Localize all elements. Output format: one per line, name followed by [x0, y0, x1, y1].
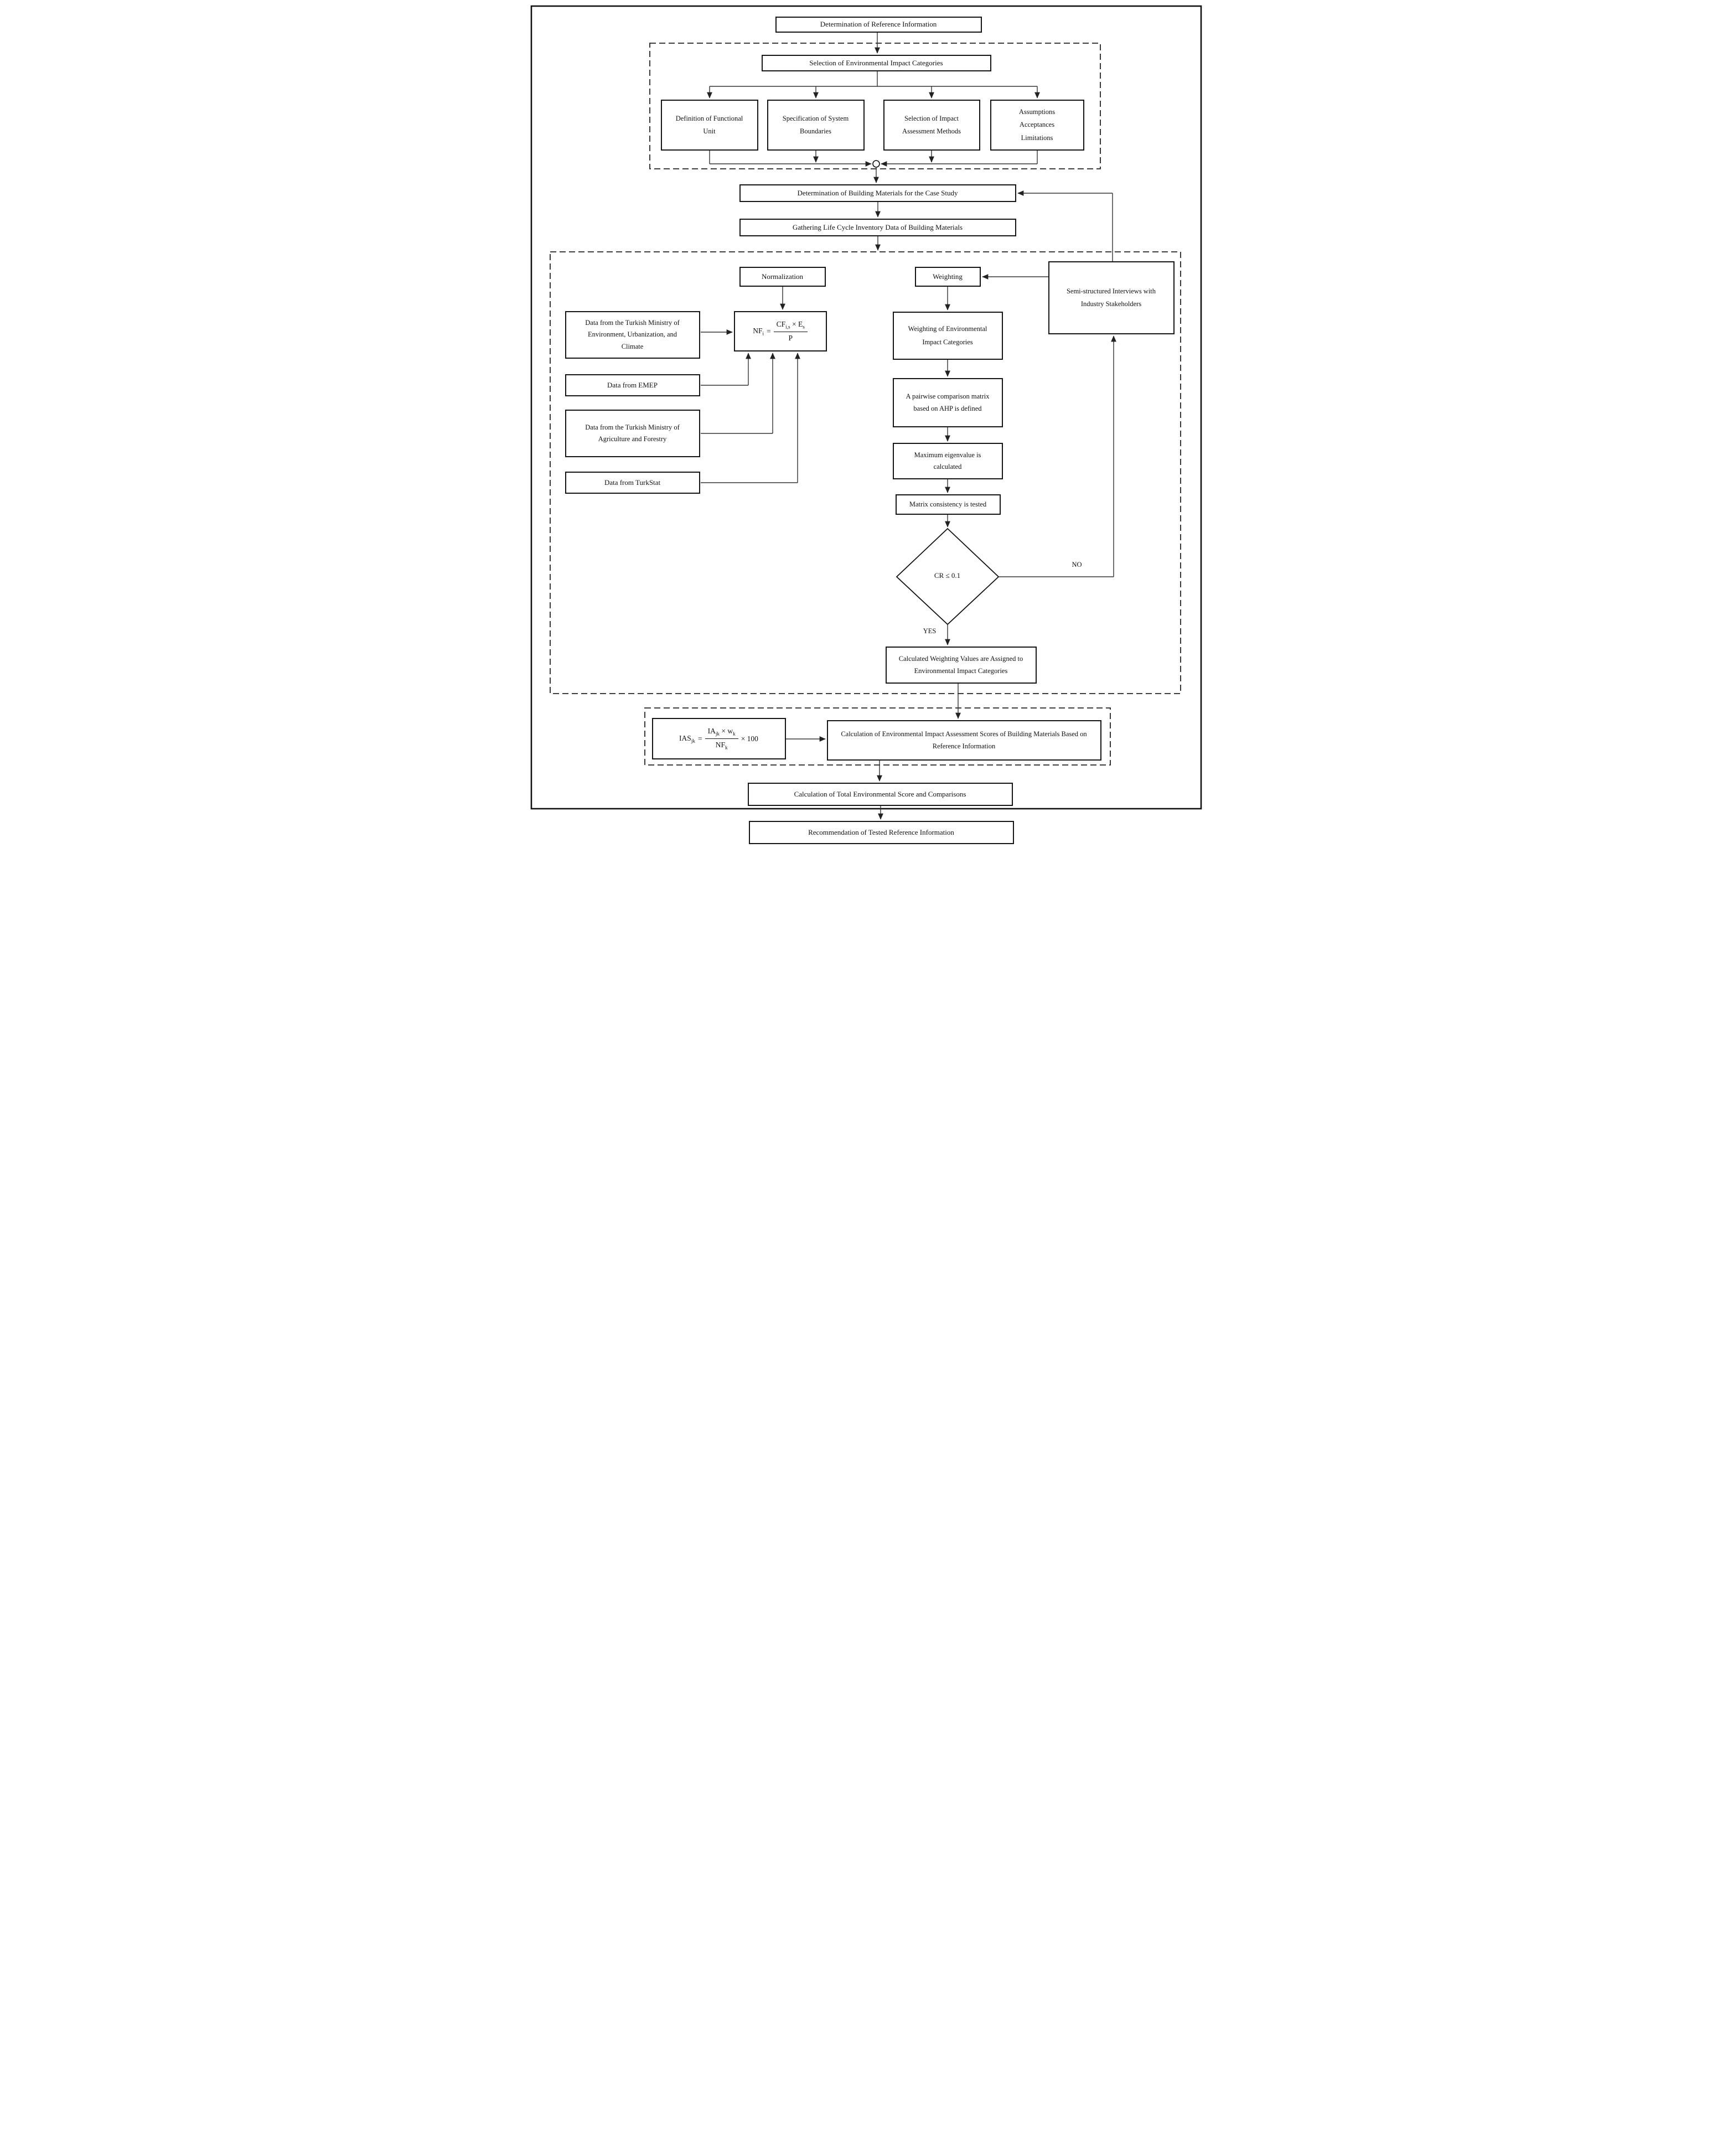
- node-calculated-weighting-values: Calculated Weighting Values are Assigned…: [885, 647, 1037, 684]
- node-matrix-consistency: Matrix consistency is tested: [895, 494, 1001, 515]
- node-pairwise-matrix: A pairwise comparison matrix based on AH…: [892, 378, 1003, 427]
- node-calculation-total-score: Calculation of Total Environmental Score…: [747, 783, 1013, 806]
- node-calculation-scores: Calculation of Environmental Impact Asse…: [826, 720, 1101, 761]
- nf-formula: NFi = CFi,s × Es P: [753, 319, 808, 344]
- junction-circle: [872, 160, 880, 168]
- yes-label: YES: [923, 627, 937, 635]
- node-nf-formula: NFi = CFi,s × Es P: [733, 311, 827, 351]
- node-semi-structured-interviews: Semi-structured Interviews with Industry…: [1048, 261, 1175, 334]
- node-recommendation: Recommendation of Tested Reference Infor…: [748, 821, 1014, 844]
- node-determination-materials: Determination of Building Materials for …: [739, 184, 1016, 202]
- node-normalization: Normalization: [739, 267, 826, 287]
- dashed-region-scope: [649, 43, 1101, 169]
- flowchart-canvas: Determination of Reference Information S…: [523, 0, 1210, 854]
- node-weighting-of-categories: Weighting of Environmental Impact Catego…: [892, 312, 1003, 360]
- node-maximum-eigenvalue: Maximum eigenvalue is calculated: [892, 443, 1003, 479]
- node-specification-system-boundaries: Specification of System Boundaries: [767, 100, 865, 151]
- no-label: NO: [1072, 561, 1082, 568]
- node-selection-categories: Selection of Environmental Impact Catego…: [761, 55, 991, 71]
- node-gathering-lci: Gathering Life Cycle Inventory Data of B…: [739, 219, 1016, 236]
- node-selection-impact-methods: Selection of Impact Assessment Methods: [883, 100, 980, 151]
- node-ias-formula: IASjk = IAjk × wk NFk × 100: [651, 718, 786, 759]
- node-determination-reference: Determination of Reference Information: [775, 17, 982, 33]
- dashed-region-ias: [644, 707, 1111, 766]
- node-assumptions-acceptances-limitations: Assumptions Acceptances Limitations: [990, 100, 1084, 151]
- node-data-ministry-agriculture: Data from the Turkish Ministry of Agricu…: [565, 410, 700, 457]
- outer-frame: [530, 5, 1202, 810]
- dashed-region-normalization-weighting: [549, 251, 1181, 694]
- node-data-emep: Data from EMEP: [565, 374, 700, 396]
- node-data-ministry-environment: Data from the Turkish Ministry of Enviro…: [565, 311, 700, 359]
- connector-layer: [530, 5, 1202, 820]
- decision-condition-label: CR ≤ 0.1: [934, 571, 961, 580]
- node-data-turkstat: Data from TurkStat: [565, 472, 700, 494]
- node-weighting: Weighting: [914, 267, 981, 287]
- ias-formula: IASjk = IAjk × wk NFk × 100: [679, 727, 758, 751]
- connectors: [700, 33, 1116, 820]
- node-definition-functional-unit: Definition of Functional Unit: [660, 100, 758, 151]
